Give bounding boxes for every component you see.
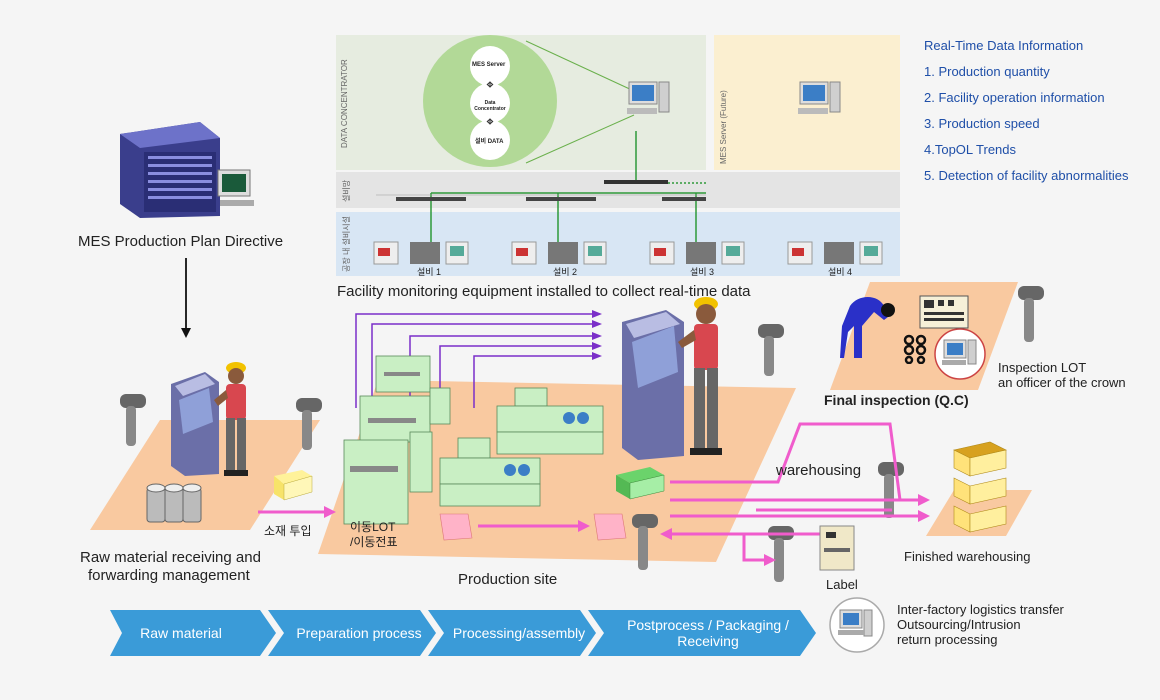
- process-step-processing: Processing/assembly: [452, 625, 586, 641]
- node-equip-data: 설비 DATA: [475, 139, 504, 145]
- inspector-icon: [840, 297, 895, 358]
- final-inspection-label: Final inspection (Q.C): [824, 392, 969, 408]
- process-step-raw-material: Raw material: [140, 625, 222, 641]
- realtime-info-item: 2. Facility operation information: [924, 90, 1105, 105]
- warehousing-arrows: [660, 422, 930, 566]
- logistics-label-2: Outsourcing/Intrusion: [897, 617, 1021, 632]
- concentrator-diagram: [376, 35, 706, 245]
- move-lot-label-1: 이동LOT: [350, 520, 396, 534]
- realtime-info-item: 4.TopOL Trends: [924, 142, 1017, 157]
- logistics-label-3: return processing: [897, 632, 998, 647]
- realtime-info-item: 5. Detection of facility abnormalities: [924, 168, 1129, 183]
- move-ticket-icon: [439, 513, 473, 541]
- facility-monitoring-caption: Facility monitoring equipment installed …: [337, 283, 751, 300]
- inspection-lot-label-1: Inspection LOT: [998, 360, 1087, 375]
- input-box-icon: [274, 470, 313, 501]
- barcode-scanner-icon: [296, 398, 322, 450]
- realtime-info-item: 3. Production speed: [924, 116, 1040, 131]
- down-arrow: [181, 258, 191, 338]
- equipment-label-3: 설비 3: [690, 267, 715, 277]
- equipment-panels: [373, 241, 883, 265]
- process-steps-shapes: [110, 610, 816, 656]
- production-site-label: Production site: [458, 571, 558, 588]
- process-step-postprocess: Postprocess / Packaging / Receiving: [627, 617, 789, 649]
- material-input-label: 소재 투입: [264, 524, 312, 538]
- label-text: Label: [826, 577, 858, 592]
- mes-server-future-label: MES Server (Future): [719, 90, 728, 164]
- equipment-label-2: 설비 2: [553, 267, 578, 277]
- raw-material-label-2: forwarding management: [88, 567, 250, 584]
- kiosk-terminal-icon: [622, 310, 684, 460]
- warehousing-label: warehousing: [776, 462, 862, 479]
- barcode-scanner-icon: [120, 394, 146, 446]
- mes-plan-label: MES Production Plan Directive: [78, 233, 284, 250]
- barrels-icon: [146, 483, 202, 523]
- material-input-arrow: [258, 506, 336, 518]
- realtime-info-title: Real-Time Data Information: [924, 38, 1084, 53]
- logistics-computer-icon: [829, 597, 885, 653]
- node-data-concentrator: Data Concentrator: [474, 100, 506, 112]
- mes-server-rack-icon: [120, 122, 254, 218]
- computer-icon: [627, 81, 670, 114]
- inspection-lot-label-2: an officer of the crown: [998, 375, 1126, 390]
- process-step-preparation: Preparation process: [296, 625, 422, 641]
- production-flow-arrow: [478, 520, 590, 532]
- data-flow-arrows: [355, 310, 602, 408]
- parts-tray-icon: [903, 334, 927, 364]
- machine-icon: [496, 387, 604, 455]
- green-box-icon: [616, 467, 665, 500]
- node-mes-server: MES Server: [472, 62, 506, 68]
- machine-icon: [439, 437, 541, 507]
- control-panel-icon: [919, 295, 969, 329]
- equipment-label-4: 설비 4: [828, 267, 853, 277]
- raw-material-label-1: Raw material receiving and: [80, 549, 261, 566]
- barcode-scanner-icon: [1018, 286, 1044, 342]
- move-lot-label-2: /이동전표: [350, 535, 398, 549]
- finished-warehousing-label: Finished warehousing: [904, 549, 1031, 564]
- kiosk-terminal-icon: [171, 372, 219, 476]
- logistics-label-1: Inter-factory logistics transfer: [897, 602, 1064, 617]
- worker-icon: [214, 362, 248, 476]
- label-printer-icon: [819, 525, 855, 571]
- worker-icon: [678, 297, 722, 455]
- network-band: [336, 172, 900, 208]
- equipment-label-1: 설비 1: [417, 267, 442, 277]
- finished-goods-boxes-icon: [953, 441, 1007, 533]
- move-ticket-icon: [593, 513, 627, 541]
- inspection-computer-icon: [934, 328, 986, 380]
- realtime-info-item: 1. Production quantity: [924, 64, 1050, 79]
- barcode-scanner-icon: [632, 514, 658, 570]
- computer-icon: [798, 81, 841, 114]
- barcode-scanner-icon: [758, 324, 784, 376]
- machine-icon: [343, 355, 451, 525]
